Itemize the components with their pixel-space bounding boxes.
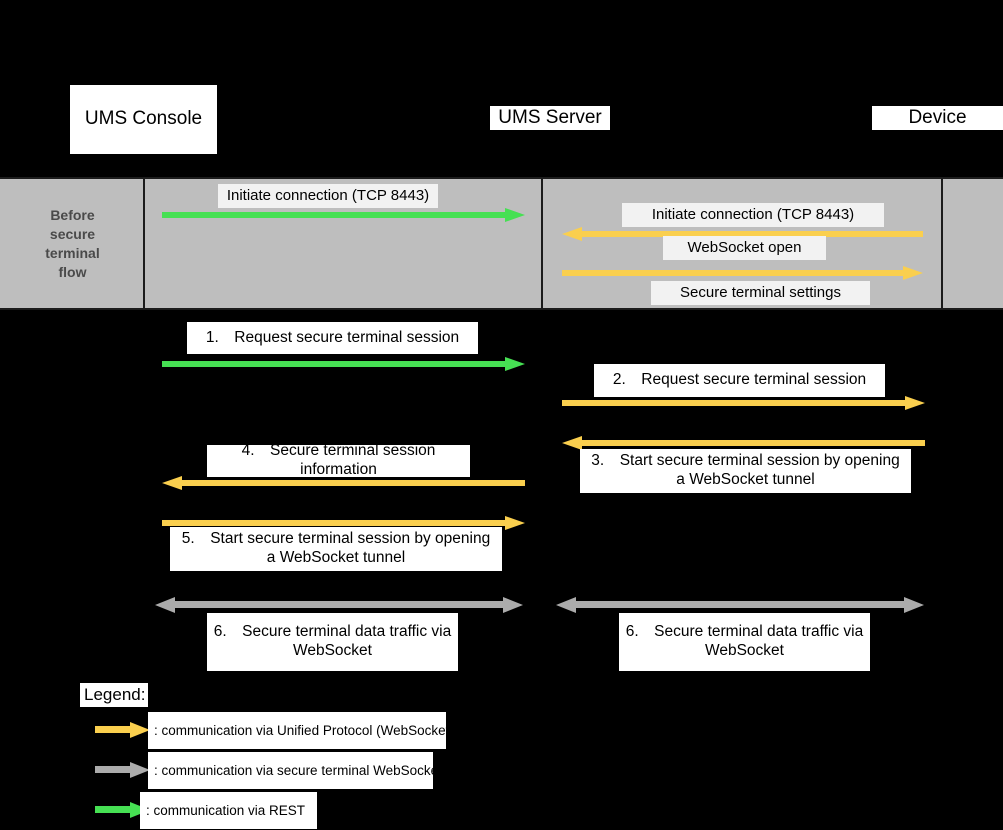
step-5-label: 5. Start secure terminal session by open… xyxy=(170,527,502,571)
band-divider-2 xyxy=(541,177,543,310)
band-message-label-4: Secure terminal settings xyxy=(651,281,870,305)
band-divider-1 xyxy=(143,177,145,310)
step-6-left-arrow-secure-ws xyxy=(155,597,523,613)
actor-device: Device xyxy=(872,106,1003,130)
step-2-arrow-unified xyxy=(562,396,925,410)
step-4-arrow-unified xyxy=(162,476,525,490)
legend-entry-secure-terminal-ws: : communication via secure terminal WebS… xyxy=(148,752,442,789)
legend-entry-rest: : communication via REST xyxy=(140,792,317,829)
legend-arrow-unified-protocol-icon xyxy=(95,722,150,738)
legend-entry-unified-protocol: : communication via Unified Protocol (We… xyxy=(148,712,454,749)
legend-title: Legend: xyxy=(80,683,148,707)
step-3-arrow-unified xyxy=(562,436,925,450)
step-3-label: 3. Start secure terminal session by open… xyxy=(580,449,911,493)
band-message-label-2: Initiate connection (TCP 8443) xyxy=(622,203,884,227)
band-divider-3 xyxy=(941,177,943,310)
band-arrow-1-rest xyxy=(162,208,525,222)
step-1-arrow-rest xyxy=(162,357,525,371)
phase-band xyxy=(0,177,1003,310)
step-6-right-arrow-secure-ws xyxy=(556,597,924,613)
actor-ums-console: UMS Console xyxy=(70,85,217,154)
legend-arrow-secure-terminal-ws-icon xyxy=(95,762,150,778)
band-message-label-1: Initiate connection (TCP 8443) xyxy=(218,184,438,208)
band-message-label-3: WebSocket open xyxy=(663,236,826,260)
actor-ums-server: UMS Server xyxy=(490,106,610,130)
step-2-label: 2. Request secure terminal session xyxy=(594,364,885,397)
band-arrow-3-unified xyxy=(562,266,923,280)
band-arrow-2-unified xyxy=(562,227,923,241)
step-1-label: 1. Request secure terminal session xyxy=(187,322,478,354)
step-5-arrow-unified xyxy=(162,516,525,530)
